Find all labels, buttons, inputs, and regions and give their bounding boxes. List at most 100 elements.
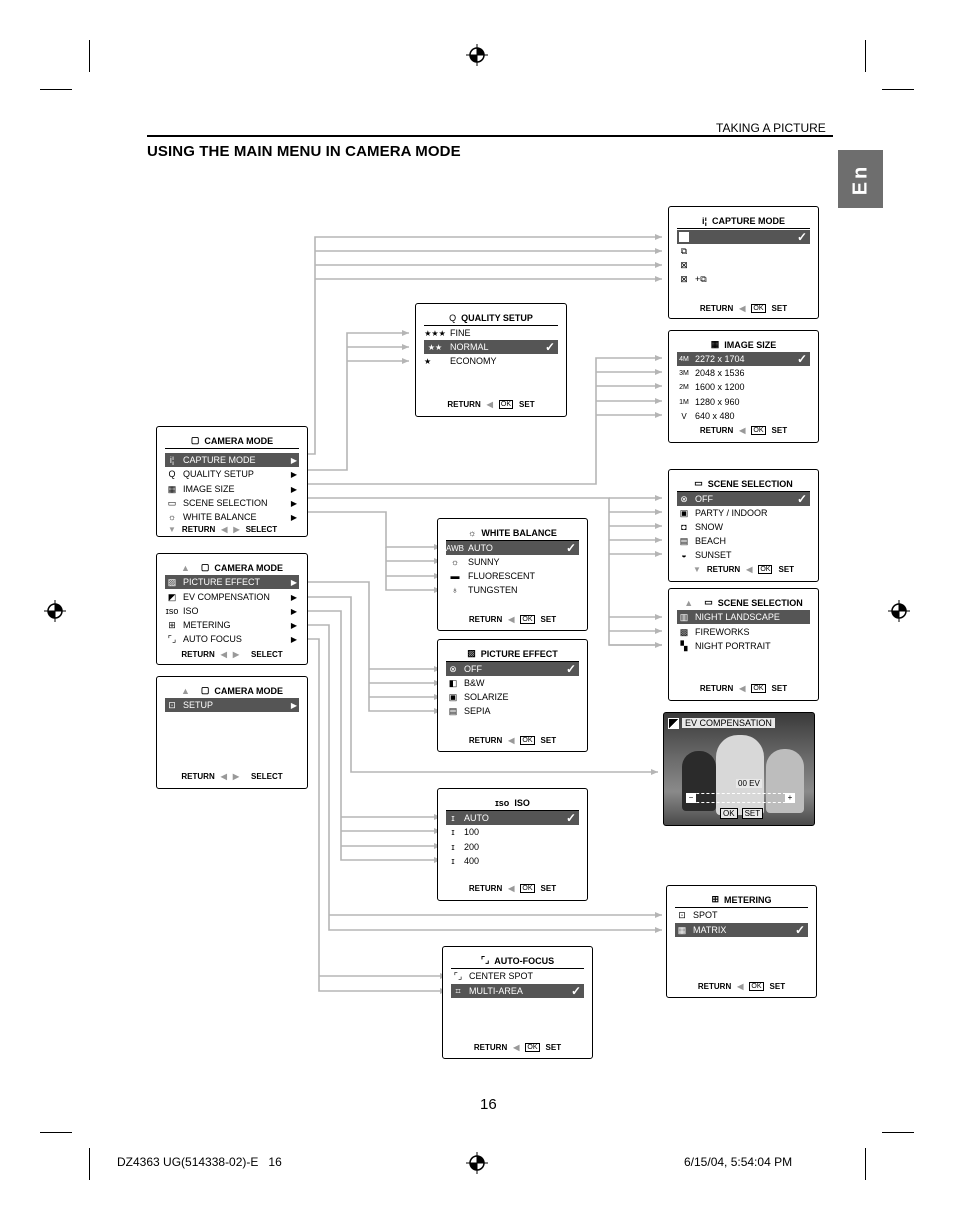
option-multi-area[interactable]: ⌗MULTI-AREA✓ bbox=[451, 984, 584, 998]
menu-item-auto-focus[interactable]: ⌜⌟AUTO FOCUS▶ bbox=[165, 632, 299, 646]
size-vga-icon: V bbox=[677, 411, 691, 422]
capture-icon: i¦ bbox=[165, 455, 179, 466]
menu-item-ev-compensation[interactable]: ◩EV COMPENSATION▶ bbox=[165, 590, 299, 604]
return-button[interactable]: RETURN bbox=[469, 884, 502, 893]
option-tungsten[interactable]: ♁TUNGSTEN bbox=[446, 583, 579, 597]
menu-item-image-size[interactable]: ▦IMAGE SIZE▶ bbox=[165, 482, 299, 496]
menu-title: ☼WHITE BALANCE bbox=[446, 525, 579, 541]
self-timer-icon: ⊠ bbox=[677, 260, 691, 271]
ev-slider[interactable] bbox=[686, 793, 786, 803]
set-label: SET bbox=[541, 615, 557, 624]
return-button[interactable]: RETURN bbox=[700, 304, 733, 313]
up-arrow-icon: ▲ bbox=[181, 686, 190, 696]
option-sunset[interactable]: ◒SUNSET bbox=[677, 548, 810, 562]
option-self-timer[interactable]: ⊠ bbox=[677, 258, 810, 272]
left-arrow-icon: ◀ bbox=[508, 736, 514, 745]
option-solarize[interactable]: ▣SOLARIZE bbox=[446, 690, 579, 704]
minus-icon[interactable]: − bbox=[686, 793, 696, 803]
option-fluorescent[interactable]: ▬FLUORESCENT bbox=[446, 569, 579, 583]
plus-icon[interactable]: + bbox=[785, 793, 795, 803]
menu-item-scene-selection[interactable]: ▭SCENE SELECTION▶ bbox=[165, 496, 299, 510]
return-button[interactable]: RETURN bbox=[700, 684, 733, 693]
menu-item-setup[interactable]: ⊡SETUP▶ bbox=[165, 698, 299, 712]
return-button[interactable]: RETURN bbox=[181, 772, 214, 781]
return-button[interactable]: RETURN bbox=[181, 650, 214, 659]
menu-item-metering[interactable]: ⊞METERING▶ bbox=[165, 618, 299, 632]
option-sepia[interactable]: ▤SEPIA bbox=[446, 704, 579, 718]
option-snow[interactable]: ◘SNOW bbox=[677, 520, 810, 534]
auto-focus-icon: ⌜⌟ bbox=[165, 634, 179, 645]
option-normal[interactable]: ★★NORMAL✓ bbox=[424, 340, 558, 354]
return-button[interactable]: RETURN bbox=[469, 615, 502, 624]
return-button[interactable]: RETURN bbox=[700, 426, 733, 435]
menu-item-capture-mode[interactable]: i¦CAPTURE MODE▶ bbox=[165, 453, 299, 467]
option-center-spot[interactable]: ⌜⌟CENTER SPOT bbox=[451, 969, 584, 983]
return-button[interactable]: RETURN bbox=[469, 736, 502, 745]
option-economy[interactable]: ★ECONOMY bbox=[424, 354, 558, 368]
ok-button[interactable]: OK bbox=[520, 736, 534, 745]
ev-icon: ◩ bbox=[165, 592, 179, 603]
option-party-indoor[interactable]: ▣PARTY / INDOOR bbox=[677, 506, 810, 520]
select-button[interactable]: SELECT bbox=[251, 772, 283, 781]
menu-item-picture-effect[interactable]: ▨PICTURE EFFECT▶ bbox=[165, 575, 299, 589]
option-night-landscape[interactable]: ▥NIGHT LANDSCAPE bbox=[677, 610, 810, 624]
iso-icon: ɪso bbox=[495, 798, 509, 808]
picture-effect-icon: ▨ bbox=[467, 648, 476, 659]
select-button[interactable]: SELECT bbox=[251, 650, 283, 659]
iso-auto-icon: ɪ bbox=[446, 813, 460, 824]
quality-setup-screen: QQUALITY SETUP ★★★FINE ★★NORMAL✓ ★ECONOM… bbox=[415, 303, 567, 417]
return-button[interactable]: RETURN bbox=[447, 400, 480, 409]
return-button[interactable]: RETURN bbox=[698, 982, 731, 991]
ok-button[interactable]: OK bbox=[720, 808, 738, 819]
setup-icon: ⊡ bbox=[165, 700, 179, 711]
ok-button[interactable]: OK bbox=[749, 982, 763, 991]
ok-button[interactable]: OK bbox=[499, 400, 513, 409]
option-single-shot[interactable]: ✓ bbox=[677, 230, 810, 244]
option-spot[interactable]: ⊡SPOT bbox=[675, 908, 808, 922]
image-size-screen: ▦IMAGE SIZE 4M2272 x 1704✓ 3M2048 x 1536… bbox=[668, 330, 819, 443]
menu-title: ɪsoISO bbox=[446, 795, 579, 811]
option-bw[interactable]: ◧B&W bbox=[446, 676, 579, 690]
option-effect-off[interactable]: ⊗OFF✓ bbox=[446, 662, 579, 676]
select-button[interactable]: SELECT bbox=[246, 525, 278, 534]
option-scene-off[interactable]: ⊗OFF✓ bbox=[677, 492, 810, 506]
ok-button[interactable]: OK bbox=[758, 565, 772, 574]
option-matrix[interactable]: ▦MATRIX✓ bbox=[675, 923, 808, 937]
ok-button[interactable]: OK bbox=[751, 304, 765, 313]
left-arrow-icon: ◀ bbox=[746, 565, 752, 574]
ok-button[interactable]: OK bbox=[525, 1043, 539, 1052]
option-continuous[interactable]: ⧉ bbox=[677, 244, 810, 258]
option-self-timer-continuous[interactable]: ⊠+⧉ bbox=[677, 272, 810, 286]
option-fine[interactable]: ★★★FINE bbox=[424, 326, 558, 340]
set-label: SET bbox=[742, 808, 764, 819]
option-night-portrait[interactable]: ▚NIGHT PORTRAIT bbox=[677, 639, 810, 653]
ok-button[interactable]: OK bbox=[520, 884, 534, 893]
ok-button[interactable]: OK bbox=[520, 615, 534, 624]
option-beach[interactable]: ▤BEACH bbox=[677, 534, 810, 548]
checkmark-icon: ✓ bbox=[795, 923, 805, 937]
ok-button[interactable]: OK bbox=[751, 426, 765, 435]
return-button[interactable]: RETURN bbox=[474, 1043, 507, 1052]
set-label: SET bbox=[546, 1043, 562, 1052]
return-button[interactable]: RETURN bbox=[707, 565, 740, 574]
option-fireworks[interactable]: ▩FIREWORKS bbox=[677, 625, 810, 639]
ok-button[interactable]: OK bbox=[751, 684, 765, 693]
checkmark-icon: ✓ bbox=[571, 984, 581, 998]
menu-item-white-balance[interactable]: ☼WHITE BALANCE▶ bbox=[165, 510, 299, 524]
left-arrow-icon: ◀ bbox=[221, 772, 227, 781]
option-sunny[interactable]: ☼SUNNY bbox=[446, 555, 579, 569]
return-button[interactable]: RETURN bbox=[182, 525, 215, 534]
camera-icon: ▢ bbox=[201, 562, 210, 573]
